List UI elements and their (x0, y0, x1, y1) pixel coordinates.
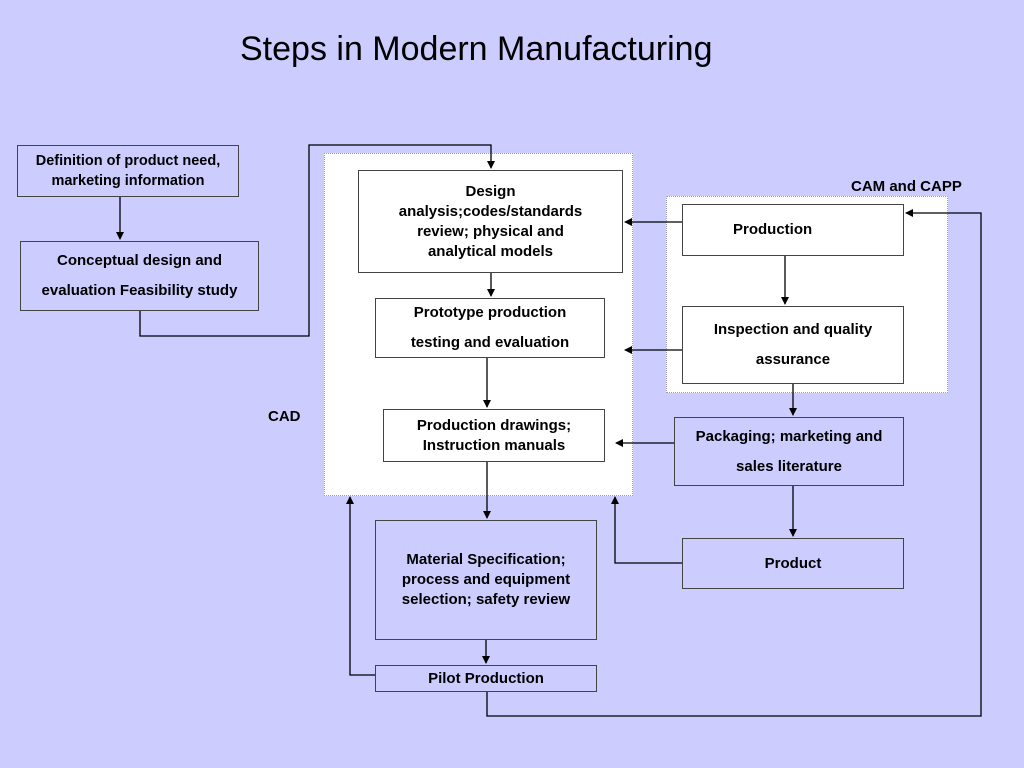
packaging-box: Packaging; marketing and sales literatur… (674, 417, 904, 486)
conceptual-text: Conceptual design and evaluation Feasibi… (41, 252, 238, 299)
drawings-box: Production drawings; Instruction manuals (383, 409, 605, 462)
arrow-product-cad (611, 496, 682, 564)
material-box: Material Specification; process and equi… (375, 520, 597, 640)
production-box: Production (682, 204, 904, 256)
prototype-box: Prototype production testing and evaluat… (375, 298, 605, 358)
pilot-text: Pilot Production (428, 669, 544, 687)
arrow-pilot-production (486, 209, 982, 717)
definition-text: Definition of product need, marketing in… (35, 153, 221, 189)
arrow-conceptual-design (139, 144, 495, 337)
inspection-text: Inspection and quality assurance (713, 321, 873, 368)
packaging-text: Packaging; marketing and sales literatur… (695, 427, 883, 475)
design-analysis-text: Design analysis;codes/standards review; … (398, 182, 583, 260)
arrow-pilot-cad (346, 496, 375, 676)
page-title: Steps in Modern Manufacturing (240, 30, 713, 68)
pilot-box: Pilot Production (375, 665, 597, 692)
drawings-text: Production drawings; Instruction manuals (416, 416, 572, 454)
inspection-box: Inspection and quality assurance (682, 306, 904, 384)
product-text: Product (764, 554, 822, 572)
material-text: Material Specification; process and equi… (401, 551, 571, 608)
conceptual-box: Conceptual design and evaluation Feasibi… (20, 241, 259, 311)
design-analysis-box: Design analysis;codes/standards review; … (358, 170, 623, 273)
prototype-text: Prototype production testing and evaluat… (410, 304, 570, 351)
cam-capp-label: CAM and CAPP (851, 178, 962, 195)
cad-label: CAD (268, 408, 301, 425)
definition-box: Definition of product need, marketing in… (17, 145, 239, 197)
product-box: Product (682, 538, 904, 589)
production-text: Production (733, 221, 813, 238)
